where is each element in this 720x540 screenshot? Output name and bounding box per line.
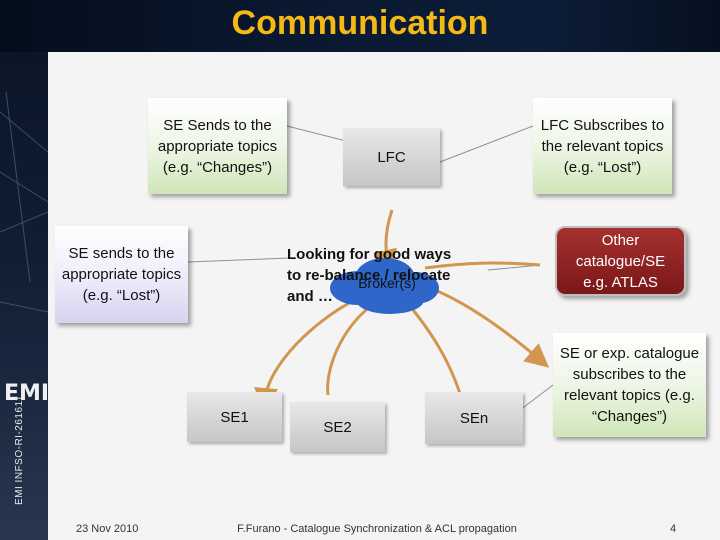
lfc-subscribes-callout: LFC Subscribes to the relevant topics (e…: [533, 98, 672, 194]
emi-logo: EMI: [4, 381, 48, 406]
callout-line-se-lost: [187, 257, 291, 263]
broker-label: Broker(s): [358, 275, 416, 291]
footer-date: 23 Nov 2010: [76, 523, 139, 535]
se-sends-lost-callout: SE sends to the appropriate topics (e.g.…: [55, 226, 188, 323]
footer-title: F.Furano - Catalogue Synchronization & A…: [237, 523, 517, 535]
arrow-broker-other: [424, 261, 541, 270]
looking-for-line-1: Looking for good ways: [287, 246, 452, 263]
callout-line-exp-subscribes: [519, 384, 554, 411]
lfc-node: LFC: [343, 128, 440, 186]
looking-for-line-3: and …: [287, 288, 333, 305]
arrow-broker-se2: [326, 303, 373, 396]
sidebar-background-pattern: [0, 91, 48, 313]
sidebar: EMI: [0, 52, 48, 540]
slide-title: Communication: [231, 4, 489, 42]
footer-page-number: 4: [670, 523, 677, 535]
looking-for-text: Looking for good ways to re-balance / re…: [287, 244, 487, 307]
arrow-broker-se1: [254, 298, 356, 412]
arrow-lfc-broker: [373, 209, 397, 274]
se1-node: SE1: [187, 392, 282, 442]
broker-cloud: [330, 258, 439, 314]
se-exp-subscribes-callout: SE or exp. catalogue subscribes to the r…: [553, 333, 706, 437]
arrow-broker-expcat: [434, 288, 550, 368]
sen-node: SEn: [425, 392, 523, 444]
arrow-broker-sen: [403, 299, 464, 401]
callout-line-lfc-subscribes: [439, 125, 534, 163]
other-catalogue-node: Other catalogue/SE e.g. ATLAS: [555, 226, 686, 296]
title-band: [0, 0, 720, 52]
se2-node: SE2: [290, 402, 385, 452]
se-sends-changes-callout: SE Sends to the appropriate topics (e.g.…: [148, 98, 287, 194]
looking-for-line-2: to re-balance / relocate: [287, 267, 451, 284]
